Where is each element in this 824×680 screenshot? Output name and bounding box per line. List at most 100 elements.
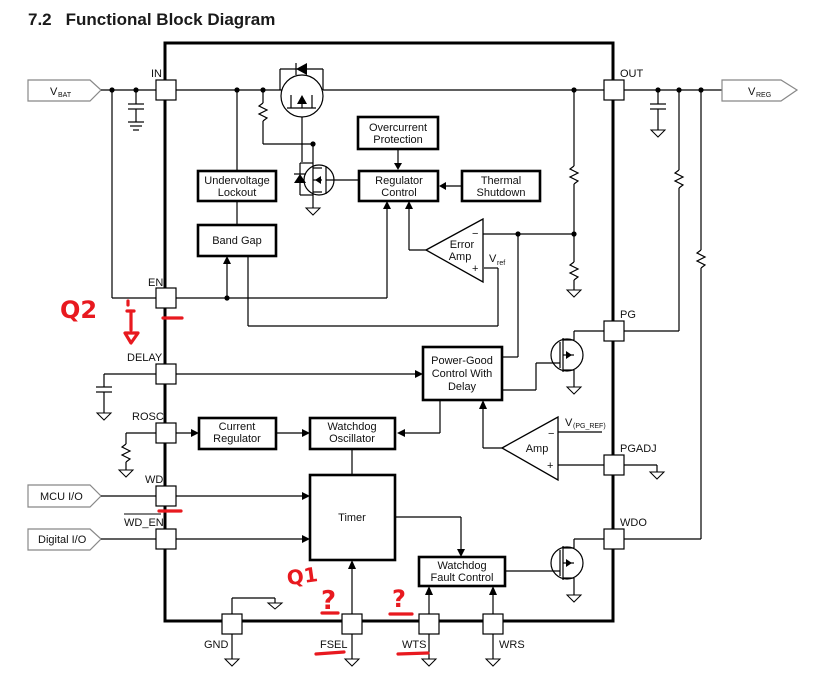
digital-io-label: Digital I/O bbox=[38, 534, 87, 546]
vpgref-label: V bbox=[565, 417, 573, 429]
pin-en bbox=[155, 287, 177, 309]
mcu-io-label: MCU I/O bbox=[40, 491, 83, 503]
pin-fsel-label: FSEL bbox=[320, 639, 348, 651]
driver-mosfet-icon bbox=[294, 144, 358, 216]
pin-out bbox=[603, 79, 625, 101]
pg-control-line3: Delay bbox=[448, 381, 477, 393]
pg-mosfet-icon bbox=[502, 330, 604, 395]
pin-wd bbox=[155, 485, 177, 507]
vbat-label: V bbox=[50, 86, 58, 98]
regulator-line2: Control bbox=[381, 187, 416, 199]
pin-delay bbox=[155, 363, 177, 385]
pg-control-line2: Control With bbox=[432, 368, 493, 380]
annotation-q1: Q1 bbox=[285, 562, 319, 590]
overcurrent-line1: Overcurrent bbox=[369, 122, 427, 134]
pin-wts bbox=[418, 613, 440, 635]
pin-in-label: IN bbox=[151, 68, 162, 80]
wd-osc-line1: Watchdog bbox=[327, 421, 376, 433]
pin-wd-en bbox=[155, 528, 177, 550]
band-gap-block bbox=[196, 223, 278, 258]
pin-pgadj bbox=[603, 454, 625, 476]
error-amp-symbol: Error Amp − + bbox=[424, 217, 484, 284]
pg-control-line1: Power-Good bbox=[431, 355, 493, 367]
vref-subscript: ref bbox=[497, 260, 505, 267]
delay-capacitor bbox=[95, 373, 156, 421]
pg-amp-plus: + bbox=[547, 460, 553, 472]
vreg-port: V REG bbox=[721, 79, 799, 102]
pin-wdo bbox=[603, 528, 625, 550]
pin-rosc-label: ROSC bbox=[132, 411, 164, 423]
vref-label: V bbox=[489, 253, 497, 265]
annotation-q1-label: Q1 bbox=[285, 562, 319, 590]
vbat-port: V BAT bbox=[27, 79, 102, 102]
thermal-line2: Shutdown bbox=[477, 187, 526, 199]
annotation-question-wts: ? bbox=[388, 585, 430, 656]
pin-en-label: EN bbox=[148, 277, 163, 289]
pin-pg bbox=[603, 320, 625, 342]
error-amp-minus: − bbox=[472, 228, 478, 240]
power-good-control-block bbox=[421, 345, 504, 402]
regulator-line1: Regulator bbox=[375, 175, 423, 187]
annotation-question-fsel-label: ? bbox=[321, 586, 336, 616]
pin-wd-label: WD bbox=[145, 474, 163, 486]
pin-delay-label: DELAY bbox=[127, 352, 163, 364]
pg-amp-symbol: Amp − + bbox=[500, 415, 559, 482]
annotation-question-fsel: ? bbox=[314, 586, 346, 656]
annotation-q2-label: Q2 bbox=[60, 296, 97, 324]
vreg-label: V bbox=[748, 86, 756, 98]
pin-wts-label: WTS bbox=[402, 639, 426, 651]
pin-wd-en-label: WD_EN bbox=[124, 517, 164, 529]
pin-in bbox=[155, 79, 177, 101]
watchdog-fault-control-block bbox=[417, 555, 507, 588]
gate-resistor bbox=[257, 90, 313, 145]
pin-wrs-label: WRS bbox=[499, 639, 525, 651]
feedback-divider bbox=[565, 90, 583, 298]
thermal-line1: Thermal bbox=[481, 175, 521, 187]
regulator-control-block bbox=[357, 169, 440, 203]
pin-gnd-label: GND bbox=[204, 639, 229, 651]
error-amp-line1: Error bbox=[450, 239, 475, 251]
current-reg-line2: Regulator bbox=[213, 433, 261, 445]
bandgap-label: Band Gap bbox=[212, 235, 262, 247]
timer-block bbox=[308, 473, 397, 562]
pin-pg-label: PG bbox=[620, 309, 636, 321]
pin-pgadj-label: PGADJ bbox=[620, 443, 657, 455]
uvlo-line1: Undervoltage bbox=[204, 175, 269, 187]
error-amp-line2: Amp bbox=[449, 251, 472, 263]
annotation-question-wts-label: ? bbox=[392, 585, 406, 613]
vbat-subscript: BAT bbox=[58, 92, 72, 99]
pin-rosc bbox=[155, 422, 177, 444]
timer-label: Timer bbox=[338, 512, 366, 524]
rosc-resistor bbox=[117, 432, 156, 478]
pass-mosfet-icon bbox=[279, 63, 324, 162]
undervoltage-lockout-block bbox=[196, 169, 278, 203]
wdo-mosfet-icon bbox=[505, 538, 604, 603]
vpgref-subscript: (PG_REF) bbox=[573, 423, 606, 430]
mcu-io-port: MCU I/O bbox=[27, 484, 102, 508]
annotation-q2: Q2 bbox=[60, 296, 184, 345]
pin-fsel bbox=[341, 613, 363, 635]
section-title: 7.2 Functional Block Diagram bbox=[28, 10, 275, 30]
pg-amp-label: Amp bbox=[526, 443, 549, 455]
overcurrent-line2: Protection bbox=[373, 134, 423, 146]
section-number: 7.2 bbox=[28, 10, 52, 29]
pin-wdo-label: WDO bbox=[620, 517, 647, 529]
vreg-subscript: REG bbox=[756, 92, 771, 99]
wd-osc-line2: Oscillator bbox=[329, 433, 375, 445]
pin-gnd bbox=[221, 613, 243, 635]
watchdog-oscillator-block bbox=[308, 416, 397, 451]
current-regulator-block bbox=[197, 416, 278, 451]
section-heading: Functional Block Diagram bbox=[65, 10, 276, 29]
uvlo-line2: Lockout bbox=[218, 187, 257, 199]
digital-io-port: Digital I/O bbox=[27, 528, 102, 551]
error-amp-plus: + bbox=[472, 263, 478, 275]
wd-fault-line2: Fault Control bbox=[431, 572, 494, 584]
input-capacitor bbox=[128, 90, 144, 131]
output-capacitor bbox=[649, 90, 667, 138]
current-reg-line1: Current bbox=[219, 421, 256, 433]
pin-wrs bbox=[482, 613, 504, 635]
thermal-shutdown-block bbox=[460, 169, 542, 203]
pg-amp-minus: − bbox=[548, 428, 554, 440]
wd-fault-line1: Watchdog bbox=[437, 560, 486, 572]
